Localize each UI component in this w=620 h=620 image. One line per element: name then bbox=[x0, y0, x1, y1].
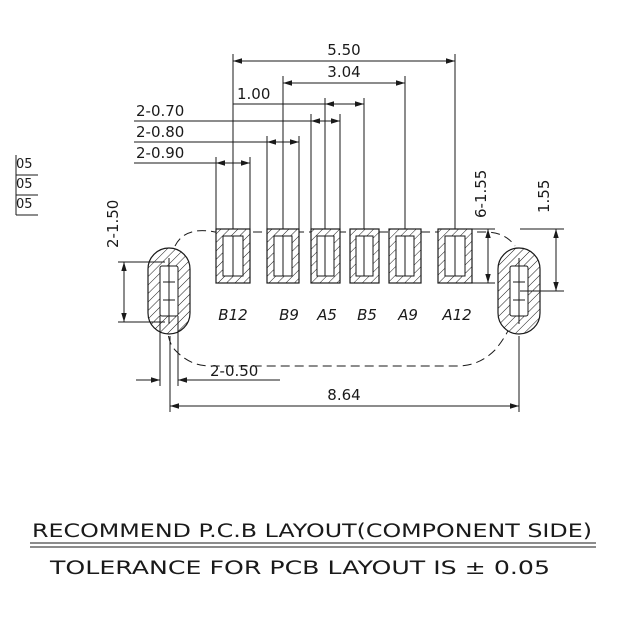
layout-title: RECOMMEND P.C.B LAYOUT(COMPONENT SIDE) bbox=[32, 521, 592, 542]
dim-slot-hole-height: 2-1.50 bbox=[104, 200, 122, 248]
pin-label-a5: A5 bbox=[316, 306, 337, 324]
component-outline bbox=[167, 230, 521, 367]
pin-label-a12: A12 bbox=[441, 306, 471, 324]
side-mark-2: 05 bbox=[16, 177, 33, 192]
left-slot bbox=[147, 247, 191, 335]
dim-total-span: 5.50 bbox=[327, 41, 360, 59]
right-slot bbox=[497, 247, 541, 335]
dim-slot-spacing: 8.64 bbox=[327, 386, 360, 404]
top-dimensions: 5.50 3.04 1.00 2-0.70 2-0.80 2-0.90 bbox=[134, 41, 456, 229]
side-marks: 05 05 05 bbox=[15, 155, 38, 216]
side-mark-1: 05 bbox=[16, 157, 33, 172]
dim-pad-length: 6-1.55 bbox=[472, 170, 490, 218]
dim-wide-pad: 2-0.90 bbox=[136, 144, 184, 162]
pad-a9 bbox=[388, 228, 422, 284]
side-mark-3: 05 bbox=[16, 197, 33, 212]
pad-a5 bbox=[310, 228, 341, 284]
signal-pads bbox=[215, 228, 473, 284]
left-dimensions: 2-1.50 bbox=[104, 200, 165, 323]
tolerance-note: TOLERANCE FOR PCB LAYOUT IS ± 0.05 bbox=[49, 558, 550, 579]
pin-label-b9: B9 bbox=[279, 306, 299, 324]
pad-b9 bbox=[266, 228, 300, 284]
title-block: RECOMMEND P.C.B LAYOUT(COMPONENT SIDE) T… bbox=[30, 521, 596, 579]
dim-slot-pad-height: 1.55 bbox=[535, 180, 553, 213]
pad-a12 bbox=[437, 228, 473, 284]
dim-pad-pitch: 1.00 bbox=[237, 85, 270, 103]
bottom-dimensions: 2-0.50 8.64 bbox=[136, 316, 520, 412]
pin-label-b5: B5 bbox=[357, 306, 377, 324]
pin-label-b12: B12 bbox=[218, 306, 247, 324]
dim-narrow-pad: 2-0.70 bbox=[136, 102, 184, 120]
pin-labels: B12 B9 A5 B5 A9 A12 bbox=[218, 306, 471, 324]
dim-mid-pad: 2-0.80 bbox=[136, 123, 184, 141]
dim-slot-hole-width: 2-0.50 bbox=[210, 362, 258, 380]
right-dimensions: 6-1.55 1.55 bbox=[472, 170, 564, 292]
pad-b5 bbox=[349, 228, 380, 284]
dim-group-span: 3.04 bbox=[327, 63, 360, 81]
pin-label-a9: A9 bbox=[397, 306, 418, 324]
pad-b12 bbox=[215, 228, 251, 284]
